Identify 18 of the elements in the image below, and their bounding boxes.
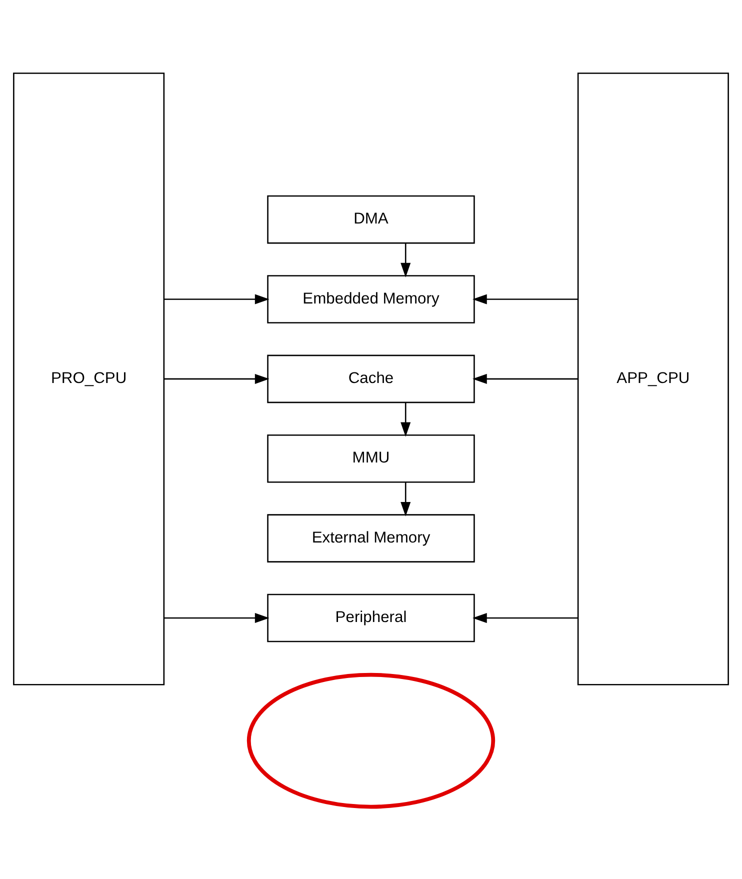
node-box: Peripheral — [267, 593, 475, 642]
arrow — [400, 242, 411, 277]
arrow — [400, 482, 411, 516]
arrow — [164, 373, 270, 384]
node-box: Cache — [267, 354, 475, 403]
node-box: PRO_CPU — [13, 72, 165, 685]
arrow — [164, 294, 270, 304]
node-ellipse — [246, 672, 496, 808]
arrow — [472, 294, 578, 304]
arrow — [472, 612, 578, 623]
arrow — [400, 402, 411, 436]
arrow — [164, 612, 270, 623]
node-box: MMU — [267, 434, 475, 482]
node-box: External Memory — [267, 514, 475, 562]
arrow — [472, 373, 578, 384]
node-box: APP_CPU — [577, 72, 729, 685]
node-box: Embedded Memory — [267, 274, 475, 323]
node-box: DMA — [267, 194, 475, 244]
